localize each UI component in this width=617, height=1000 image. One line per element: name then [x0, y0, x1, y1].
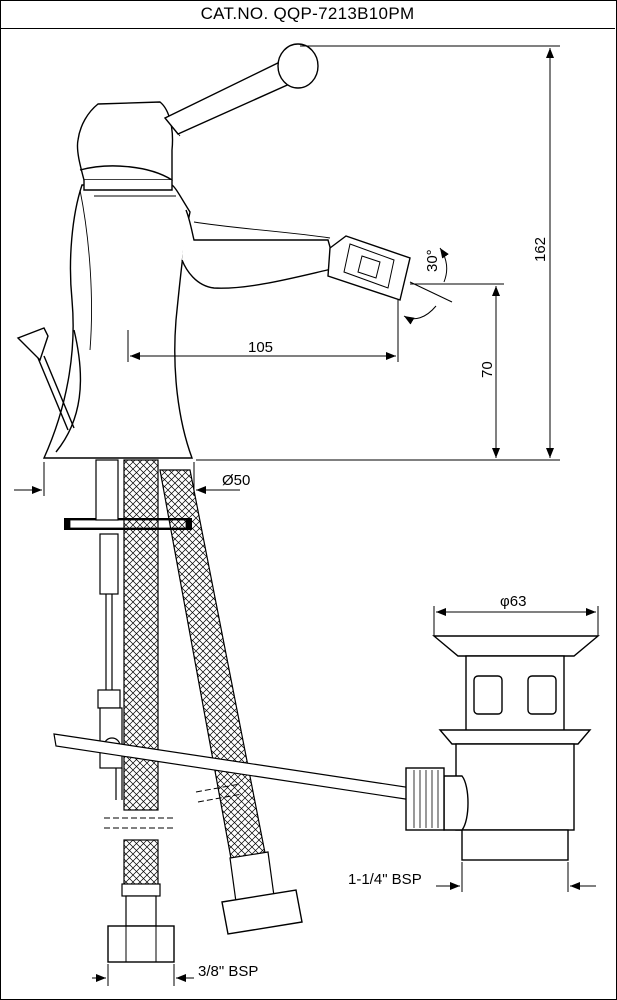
dim-reach: 105 — [248, 339, 273, 356]
supply-hose-right — [159, 469, 303, 935]
dim-supply-thread: 3/8" BSP — [198, 963, 258, 980]
mounting-shank — [95, 459, 119, 521]
catalog-title: CAT.NO. QQP-7213B10PM — [0, 0, 615, 29]
lever-handle — [163, 43, 319, 137]
swivel-nozzle — [327, 235, 411, 301]
bidet-spout — [181, 209, 337, 289]
dim-angle: 30° — [424, 249, 441, 272]
dim-waste-thread: 1-1/4" BSP — [348, 871, 422, 888]
dim-base-diameter: Ø50 — [222, 472, 250, 489]
faucet-body — [42, 184, 194, 459]
dimension-lines — [14, 45, 599, 986]
dim-spout-height: 70 — [479, 361, 496, 378]
handle-cap — [76, 101, 176, 197]
popup-rod — [16, 327, 75, 431]
popup-waste — [405, 635, 600, 861]
dim-height-total: 162 — [532, 237, 549, 262]
dim-waste-diameter: φ63 — [500, 593, 526, 610]
